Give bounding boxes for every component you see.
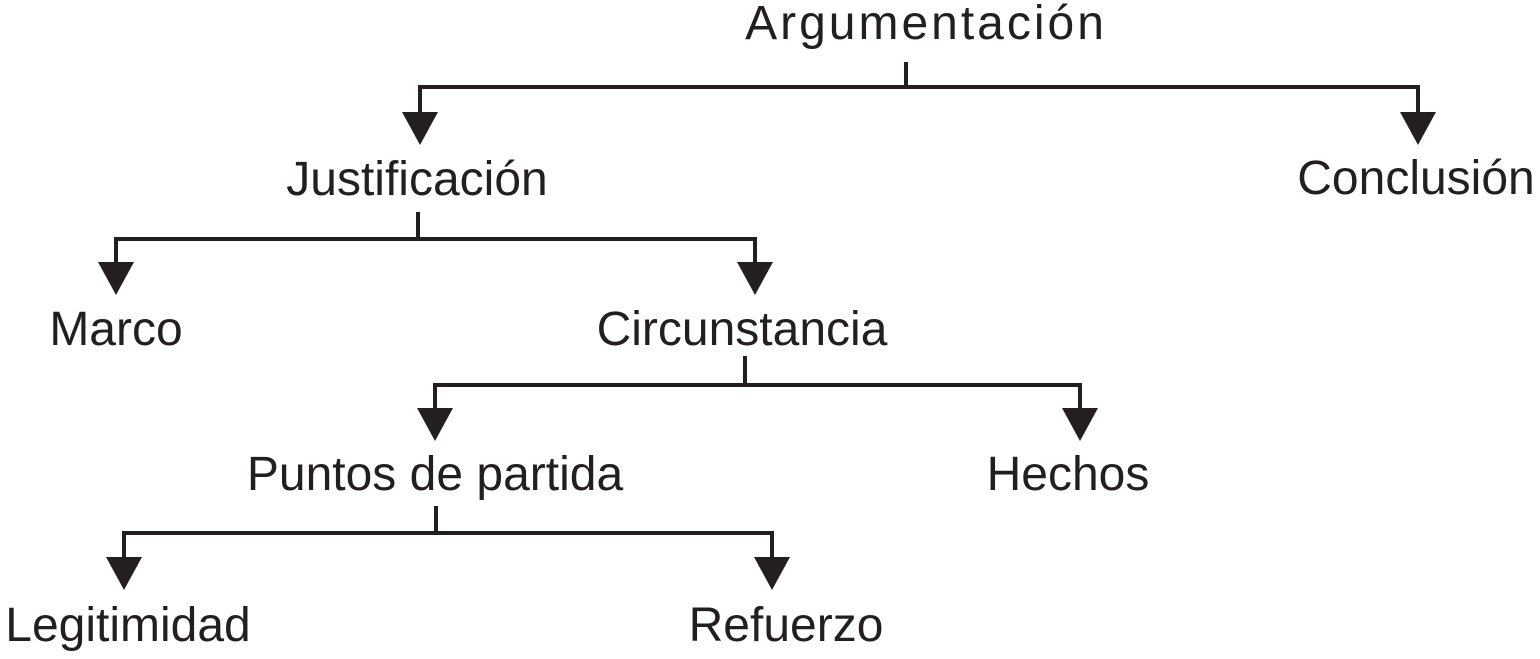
node-circunstancia: Circunstancia <box>596 303 888 356</box>
arrowhead-puntos-icon <box>417 408 453 441</box>
arrowhead-justificacion-icon <box>402 112 438 145</box>
arrowhead-conclusion-icon <box>1400 112 1436 145</box>
connector-root-rail <box>418 85 1420 115</box>
connector-puntos-rail <box>122 531 774 560</box>
node-argumentacion: Argumentación <box>745 0 1107 50</box>
connector-justificacion-rail <box>114 237 757 266</box>
arrowhead-legitimidad-icon <box>106 557 142 590</box>
node-puntos-de-partida: Puntos de partida <box>246 448 624 501</box>
arrowhead-circunstancia-icon <box>737 262 773 295</box>
node-refuerzo: Refuerzo <box>688 599 884 652</box>
node-marco: Marco <box>49 303 183 356</box>
node-hechos: Hechos <box>986 448 1150 501</box>
node-legitimidad: Legitimidad <box>5 599 251 652</box>
arrowhead-marco-icon <box>98 262 134 295</box>
arrowhead-refuerzo-icon <box>754 557 790 590</box>
node-justificacion: Justificación <box>286 153 548 206</box>
node-conclusion: Conclusión <box>1297 152 1535 205</box>
connector-circunstancia-rail <box>433 383 1082 412</box>
arrowhead-hechos-icon <box>1062 408 1098 441</box>
